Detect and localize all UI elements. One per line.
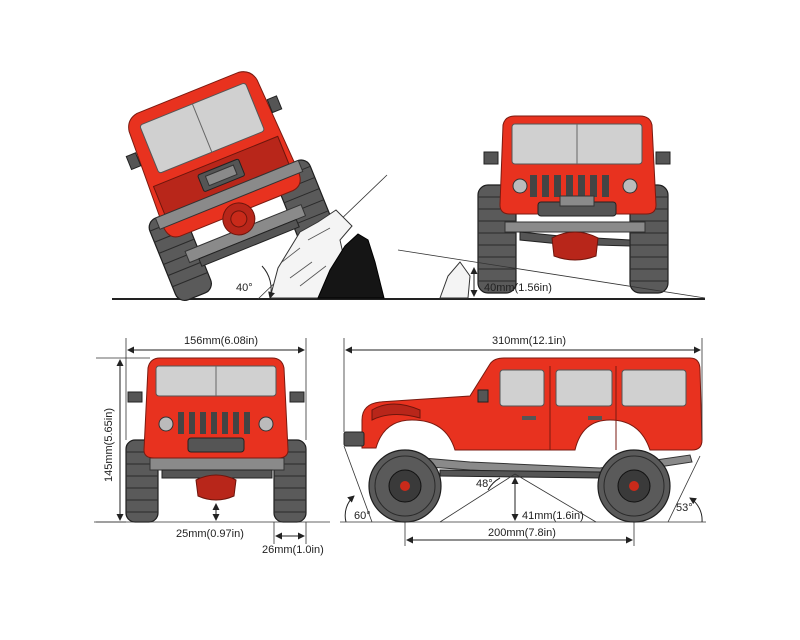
tilted-vehicle-front-view (125, 71, 338, 302)
side-view-vehicle (343, 357, 703, 523)
front-clearance-label: 40mm(1.56in) (484, 282, 552, 294)
breakover-angle-label: 48° (476, 478, 493, 490)
front-clearance-dimension: 40mm(1.56in) (470, 267, 552, 297)
approach-angle-label: 60° (354, 510, 371, 522)
tilt-angle-marker: 40° (236, 265, 275, 299)
front-view-vehicle (125, 357, 307, 523)
axle-clearance-dimension: 25mm(0.97in) (176, 503, 244, 540)
side-front-wheel (368, 449, 442, 523)
axle-clearance-label: 25mm(0.97in) (176, 528, 244, 540)
belly-clearance-label: 41mm(1.6in) (522, 510, 584, 522)
front-top-grille (530, 175, 609, 197)
side-rear-wheel (597, 449, 671, 523)
tire-width-dimension: 26mm(1.0in) (262, 522, 324, 556)
front-vehicle-view-top (477, 115, 671, 294)
length-dimension: 310mm(12.1in) (343, 335, 703, 440)
width-dimension: 156mm(6.08in) (125, 335, 307, 440)
approach-angle-marker: 60° (343, 445, 373, 523)
tilt-angle-label: 40° (236, 282, 253, 294)
height-label: 145mm(5.65in) (103, 408, 115, 482)
front-incline-line (397, 249, 706, 299)
breakover-angle-marker: 48° (439, 473, 597, 523)
departure-angle-label: 53° (676, 502, 693, 514)
tire-width-label: 26mm(1.0in) (262, 544, 324, 556)
width-label: 156mm(6.08in) (184, 335, 258, 347)
wheelbase-label: 200mm(7.8in) (488, 527, 556, 539)
belly-clearance-dimension: 41mm(1.6in) (511, 477, 584, 522)
height-dimension: 145mm(5.65in) (96, 357, 150, 523)
front-view-grille (178, 412, 250, 434)
length-label: 310mm(12.1in) (492, 335, 566, 347)
departure-angle-marker: 53° (667, 455, 703, 523)
wheelbase-dimension: 200mm(7.8in) (404, 522, 635, 546)
rock-obstacle (257, 174, 388, 300)
